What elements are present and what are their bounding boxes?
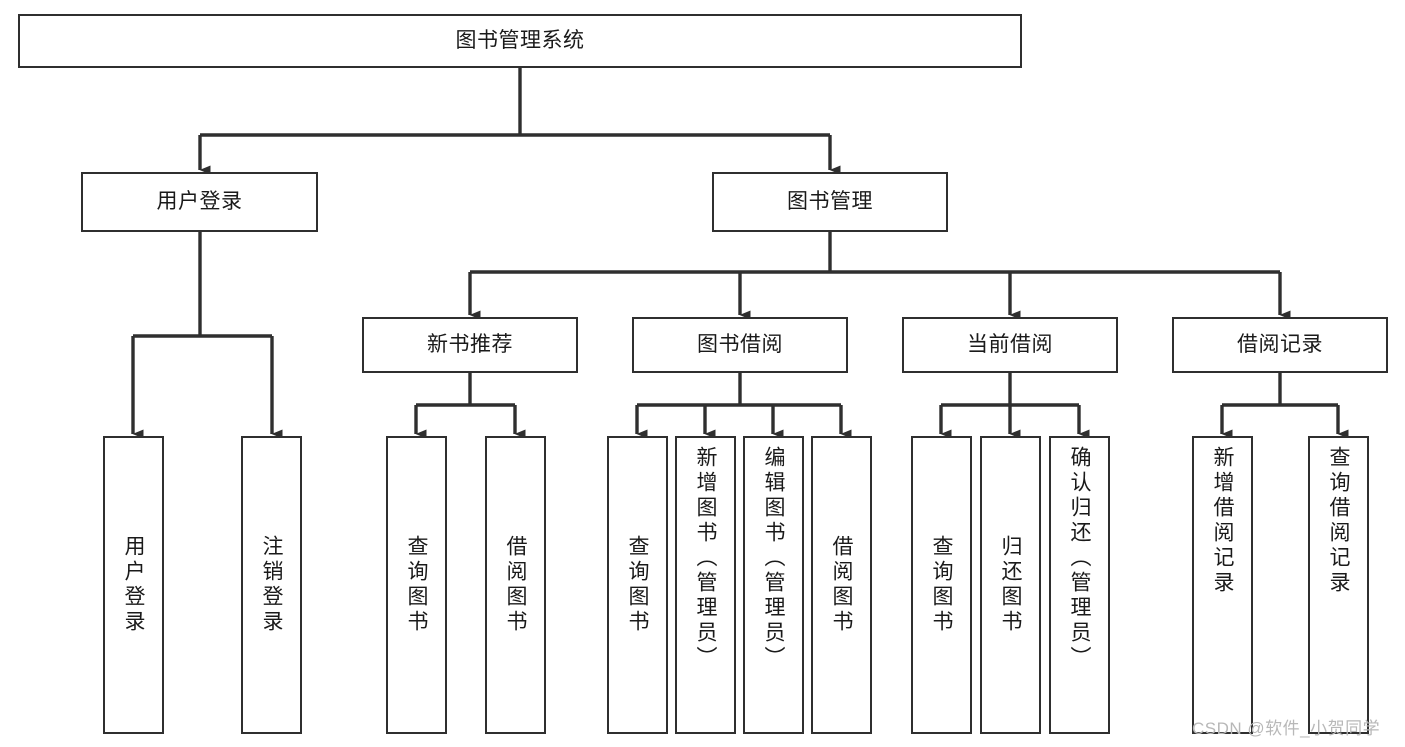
connector-group-user-login [131, 232, 283, 439]
node-book-manage-label: 图书管理 [787, 190, 873, 214]
leaf-new-book-0[interactable]: 查询图书 [386, 436, 447, 734]
leaf-book-borrow-0-label: 查询图书 [626, 535, 649, 635]
node-book-manage[interactable]: 图书管理 [712, 172, 948, 232]
leaf-current-borrow-0-label: 查询图书 [930, 535, 953, 635]
leaf-user-login-0-label: 用户登录 [122, 535, 145, 635]
leaf-book-borrow-1-label: 新增图书（管理员） [694, 446, 717, 671]
leaf-current-borrow-0[interactable]: 查询图书 [911, 436, 972, 734]
leaf-book-borrow-3[interactable]: 借阅图书 [811, 436, 872, 734]
node-borrow-record-label: 借阅记录 [1237, 333, 1323, 357]
leaf-book-borrow-3-label: 借阅图书 [830, 535, 853, 635]
node-new-book-recommend-label: 新书推荐 [427, 333, 513, 357]
connector-group-book-manage [468, 232, 1291, 320]
node-current-borrow[interactable]: 当前借阅 [902, 317, 1118, 373]
node-borrow-record[interactable]: 借阅记录 [1172, 317, 1388, 373]
node-book-borrow-label: 图书借阅 [697, 333, 783, 357]
leaf-user-login-1[interactable]: 注销登录 [241, 436, 302, 734]
leaf-borrow-record-1[interactable]: 查询借阅记录 [1308, 436, 1369, 734]
connector-group-borrow-record [1220, 373, 1349, 439]
leaf-book-borrow-2-label: 编辑图书（管理员） [762, 446, 785, 671]
leaf-borrow-record-0[interactable]: 新增借阅记录 [1192, 436, 1253, 734]
watermark-text: CSDN @软件_小贺同学 [1192, 719, 1381, 738]
leaf-current-borrow-1-label: 归还图书 [999, 535, 1022, 635]
leaf-user-login-1-label: 注销登录 [260, 535, 283, 635]
leaf-new-book-0-label: 查询图书 [405, 535, 428, 635]
node-user-login-label: 用户登录 [156, 190, 243, 214]
connector-group-root [198, 68, 841, 175]
node-new-book-recommend[interactable]: 新书推荐 [362, 317, 578, 373]
connector-group-book-borrow [635, 373, 852, 439]
node-current-borrow-label: 当前借阅 [967, 333, 1053, 357]
node-root-label: 图书管理系统 [455, 29, 585, 53]
node-user-login[interactable]: 用户登录 [81, 172, 318, 232]
leaf-current-borrow-2[interactable]: 确认归还（管理员） [1049, 436, 1110, 734]
leaf-current-borrow-1[interactable]: 归还图书 [980, 436, 1041, 734]
leaf-user-login-0[interactable]: 用户登录 [103, 436, 164, 734]
node-root[interactable]: 图书管理系统 [18, 14, 1022, 68]
leaf-book-borrow-1[interactable]: 新增图书（管理员） [675, 436, 736, 734]
connector-group-current-borrow [939, 373, 1090, 439]
leaf-book-borrow-0[interactable]: 查询图书 [607, 436, 668, 734]
leaf-borrow-record-1-label: 查询借阅记录 [1327, 446, 1350, 596]
leaf-borrow-record-0-label: 新增借阅记录 [1211, 446, 1234, 596]
leaf-new-book-1-label: 借阅图书 [504, 535, 527, 635]
leaf-current-borrow-2-label: 确认归还（管理员） [1068, 446, 1091, 671]
leaf-new-book-1[interactable]: 借阅图书 [485, 436, 546, 734]
leaf-book-borrow-2[interactable]: 编辑图书（管理员） [743, 436, 804, 734]
node-book-borrow[interactable]: 图书借阅 [632, 317, 848, 373]
connector-group-new-book [414, 373, 526, 439]
